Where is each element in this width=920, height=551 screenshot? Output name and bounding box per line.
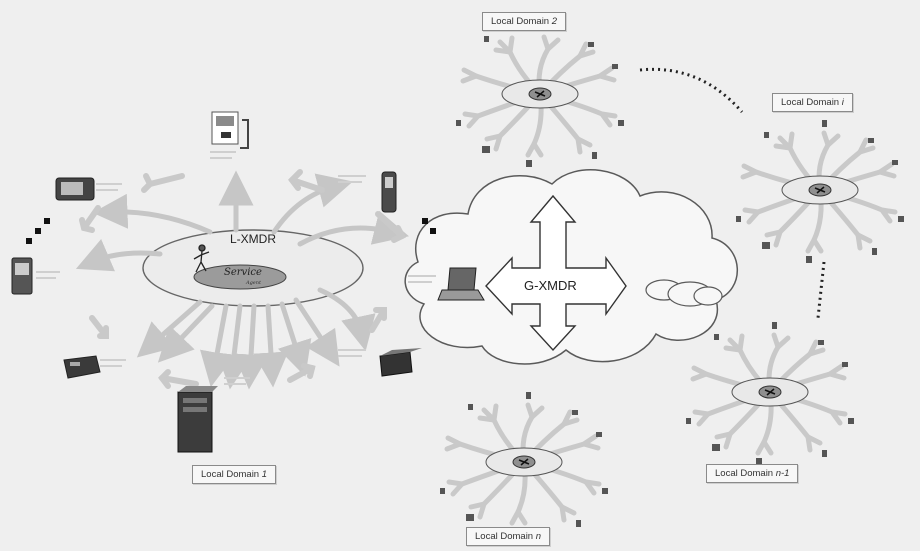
label-prefix: Local Domain <box>475 531 536 542</box>
l-xmdr-arrows <box>75 170 409 390</box>
monitor-device-icon <box>211 111 249 149</box>
service-label: Service <box>224 267 262 278</box>
label-prefix: Local Domain <box>715 468 776 479</box>
g-xmdr-arrow <box>485 194 627 352</box>
label-index: 1 <box>261 469 268 480</box>
cluster-local-domain-2 <box>456 24 624 167</box>
device-chain-markers <box>26 218 436 244</box>
label-index: i <box>841 97 844 108</box>
cloud-bubbles <box>645 279 723 307</box>
cluster-local-domain-i <box>736 120 904 263</box>
global-cloud <box>404 169 739 365</box>
label-local-domain-1: Local Domain 1 <box>192 465 277 484</box>
label-local-domain-n-minus-1: Local Domain n-1 <box>706 464 799 483</box>
label-local-domain-n: Local Domain n <box>466 527 551 546</box>
device-caption-lines <box>36 151 436 385</box>
phone-device-icon <box>381 171 397 213</box>
router-device-icon <box>63 355 101 379</box>
agent-label: Agent <box>246 280 261 286</box>
label-index: 2 <box>551 16 558 27</box>
server-rack-icon <box>379 348 422 377</box>
service-agent-cloud <box>193 264 287 290</box>
l-xmdr-label: L-XMDR <box>230 232 277 246</box>
pda-device-icon <box>11 257 33 295</box>
tower-server-icon <box>177 386 218 453</box>
label-local-domain-i: Local Domain i <box>772 93 853 112</box>
agent-figure-icon <box>193 244 210 273</box>
cluster-local-domain-n <box>440 392 608 535</box>
label-index: n <box>535 531 542 542</box>
label-index: n-1 <box>775 468 790 479</box>
label-prefix: Local Domain <box>781 97 842 108</box>
peer-double-arrows <box>79 169 407 389</box>
domain-connection-lines <box>639 67 826 319</box>
label-local-domain-2: Local Domain 2 <box>482 12 567 31</box>
handheld-device-icon <box>55 177 95 201</box>
label-prefix: Local Domain <box>201 469 262 480</box>
g-xmdr-label: G-XMDR <box>524 278 577 293</box>
laptop-device-icon <box>437 267 485 301</box>
cluster-local-domain-n-minus-1 <box>686 322 854 465</box>
label-prefix: Local Domain <box>491 16 552 27</box>
